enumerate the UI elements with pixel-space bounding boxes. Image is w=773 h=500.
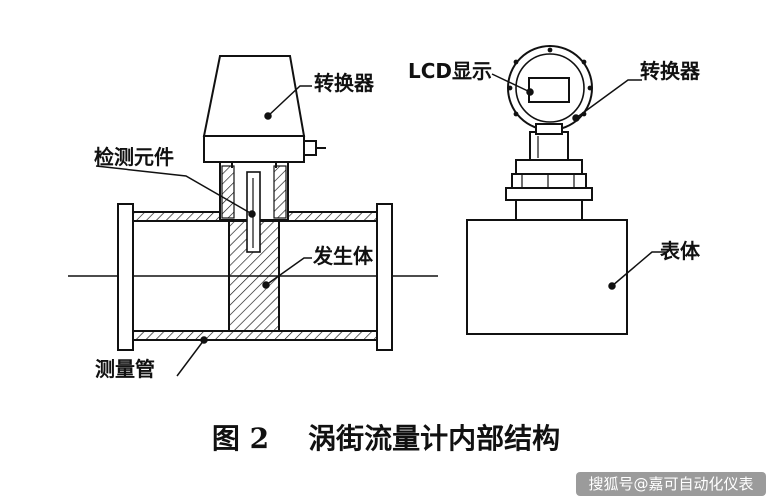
neck-lower [515,199,583,221]
watermark-bg [576,472,766,496]
right-leaders [491,73,666,290]
converter-label-left: 转换器 [314,71,375,95]
pipe-label: 测量管 [95,357,155,381]
generator-label: 发生体 [312,244,374,268]
watermark-text: 搜狐号@嘉可自动化仪表 [588,475,753,493]
converter-label-right: 转换器 [640,59,701,83]
cable-gland [303,140,317,156]
right-exterior-view [466,45,628,335]
lcd-label: LCD显示 [408,59,492,83]
meter-body [466,219,628,335]
converter-base [203,135,305,163]
body-label: 表体 [660,239,701,263]
converter-hood [202,55,306,137]
pipe-bottom-wall [132,330,378,341]
left-flange [117,203,134,351]
sensor-label: 检测元件 [94,145,174,169]
neck-upper [529,131,569,161]
head-bolts [507,47,593,117]
left-cross-section [68,55,438,351]
right-flange [376,203,393,351]
lcd-display [528,77,570,103]
figure-caption: 图 2 涡街流量计内部结构 [212,422,560,455]
left-leaders [95,85,312,377]
